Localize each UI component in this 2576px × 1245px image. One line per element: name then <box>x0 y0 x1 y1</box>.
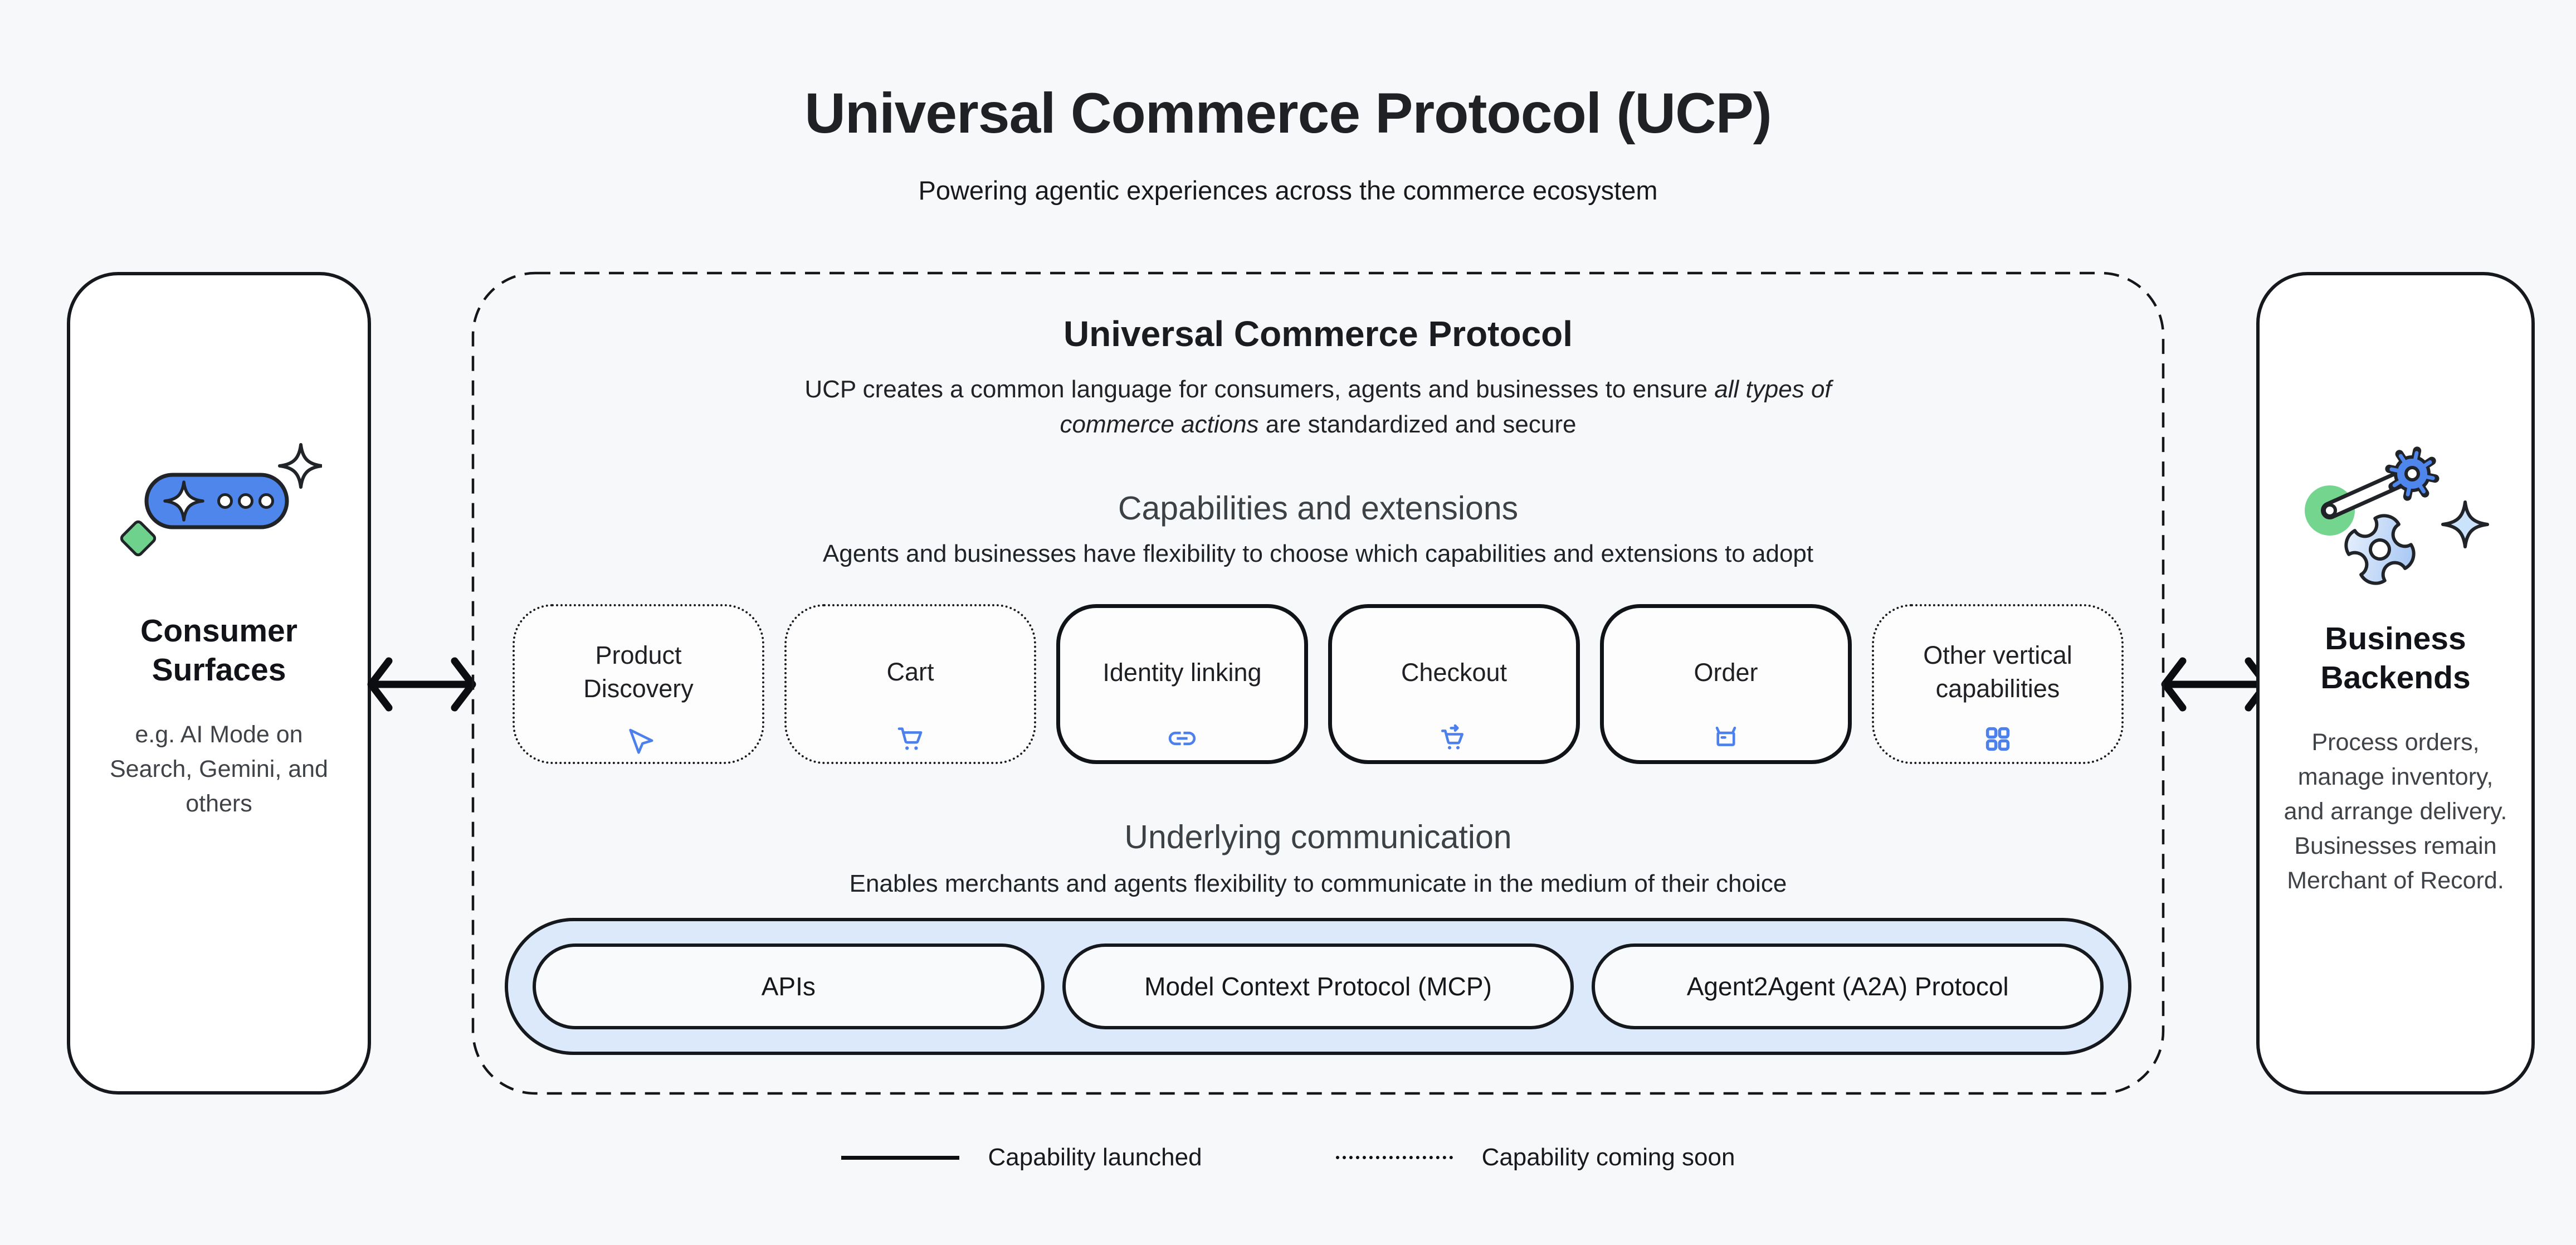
business-backends-icon <box>2295 438 2496 597</box>
legend-item-launched: Capability launched <box>841 1144 1202 1171</box>
ucp-description: UCP creates a common language for consum… <box>471 372 2165 442</box>
business-backends-description: Process orders, manage inventory, and ar… <box>2284 729 2507 894</box>
grid-icon <box>1982 717 2014 761</box>
card-label: Order <box>1694 658 1758 687</box>
legend-item-coming-soon: Capability coming soon <box>1335 1144 1735 1171</box>
card-identity-linking: Identity linking <box>1056 604 1308 764</box>
page-title: Universal Commerce Protocol (UCP) <box>804 81 1772 145</box>
card-cart: Cart <box>784 604 1036 764</box>
legend-dotted-line <box>1335 1156 1453 1159</box>
card-label: Cart <box>886 658 934 686</box>
capabilities-title: Capabilities and extensions <box>1118 490 1519 527</box>
ucp-description-line1: UCP creates a common language for consum… <box>804 376 1832 403</box>
business-backends-title: Business Backends <box>2320 621 2471 696</box>
protocol-pill-mcp: Model Context Protocol (MCP) <box>1062 944 1574 1029</box>
consumer-surfaces-panel: Consumer Surfaces e.g. AI Mode on Search… <box>67 272 371 1095</box>
shopping-cart-icon <box>894 717 926 761</box>
communication-subtitle: Enables merchants and agents flexibility… <box>849 870 1787 897</box>
consumer-surfaces-title: Consumer Surfaces <box>140 613 297 688</box>
ucp-protocol-box: Universal Commerce Protocol UCP creates … <box>471 271 2165 1095</box>
consumer-ucp-arrow <box>367 657 476 712</box>
send-icon <box>622 717 655 761</box>
legend-solid-line <box>841 1155 959 1160</box>
card-order: Order <box>1600 604 1852 764</box>
capabilities-subtitle: Agents and businesses have flexibility t… <box>822 540 1814 567</box>
protocol-pill-a2a: Agent2Agent (A2A) Protocol <box>1592 944 2104 1029</box>
ucp-description-line2: commerce actions are standardized and se… <box>1060 411 1577 438</box>
ucp-title: Universal Commerce Protocol <box>1063 314 1573 354</box>
link-icon <box>1166 717 1198 760</box>
protocols-container: APIs Model Context Protocol (MCP) Agent2… <box>505 918 2131 1055</box>
card-label: Identity linking <box>1102 658 1262 687</box>
legend: Capability launched Capability coming so… <box>0 1144 2576 1171</box>
communication-title: Underlying communication <box>1124 819 1512 855</box>
card-label: Other vertical capabilities <box>1923 641 2072 703</box>
consumer-surfaces-description: e.g. AI Mode on Search, Gemini, and othe… <box>110 721 328 817</box>
order-box-icon <box>1710 717 1742 760</box>
card-label: Product Discovery <box>583 641 694 703</box>
capability-cards-row: Product Discovery Cart <box>513 604 2124 764</box>
cart-checkout-icon <box>1438 717 1470 760</box>
legend-coming-soon-label: Capability coming soon <box>1481 1144 1735 1171</box>
card-checkout: Checkout <box>1328 604 1580 764</box>
protocol-pill-apis: APIs <box>533 944 1045 1029</box>
ucp-dashed-border <box>471 271 2165 1095</box>
card-label: Checkout <box>1401 658 1507 687</box>
business-backends-panel: Business Backends Process orders, manage… <box>2256 272 2535 1095</box>
page-subtitle: Powering agentic experiences across the … <box>918 176 1658 205</box>
consumer-surfaces-icon <box>116 442 322 562</box>
legend-launched-label: Capability launched <box>988 1144 1202 1171</box>
card-product-discovery: Product Discovery <box>513 604 764 764</box>
card-other-vertical-capabilities: Other vertical capabilities <box>1872 604 2124 764</box>
